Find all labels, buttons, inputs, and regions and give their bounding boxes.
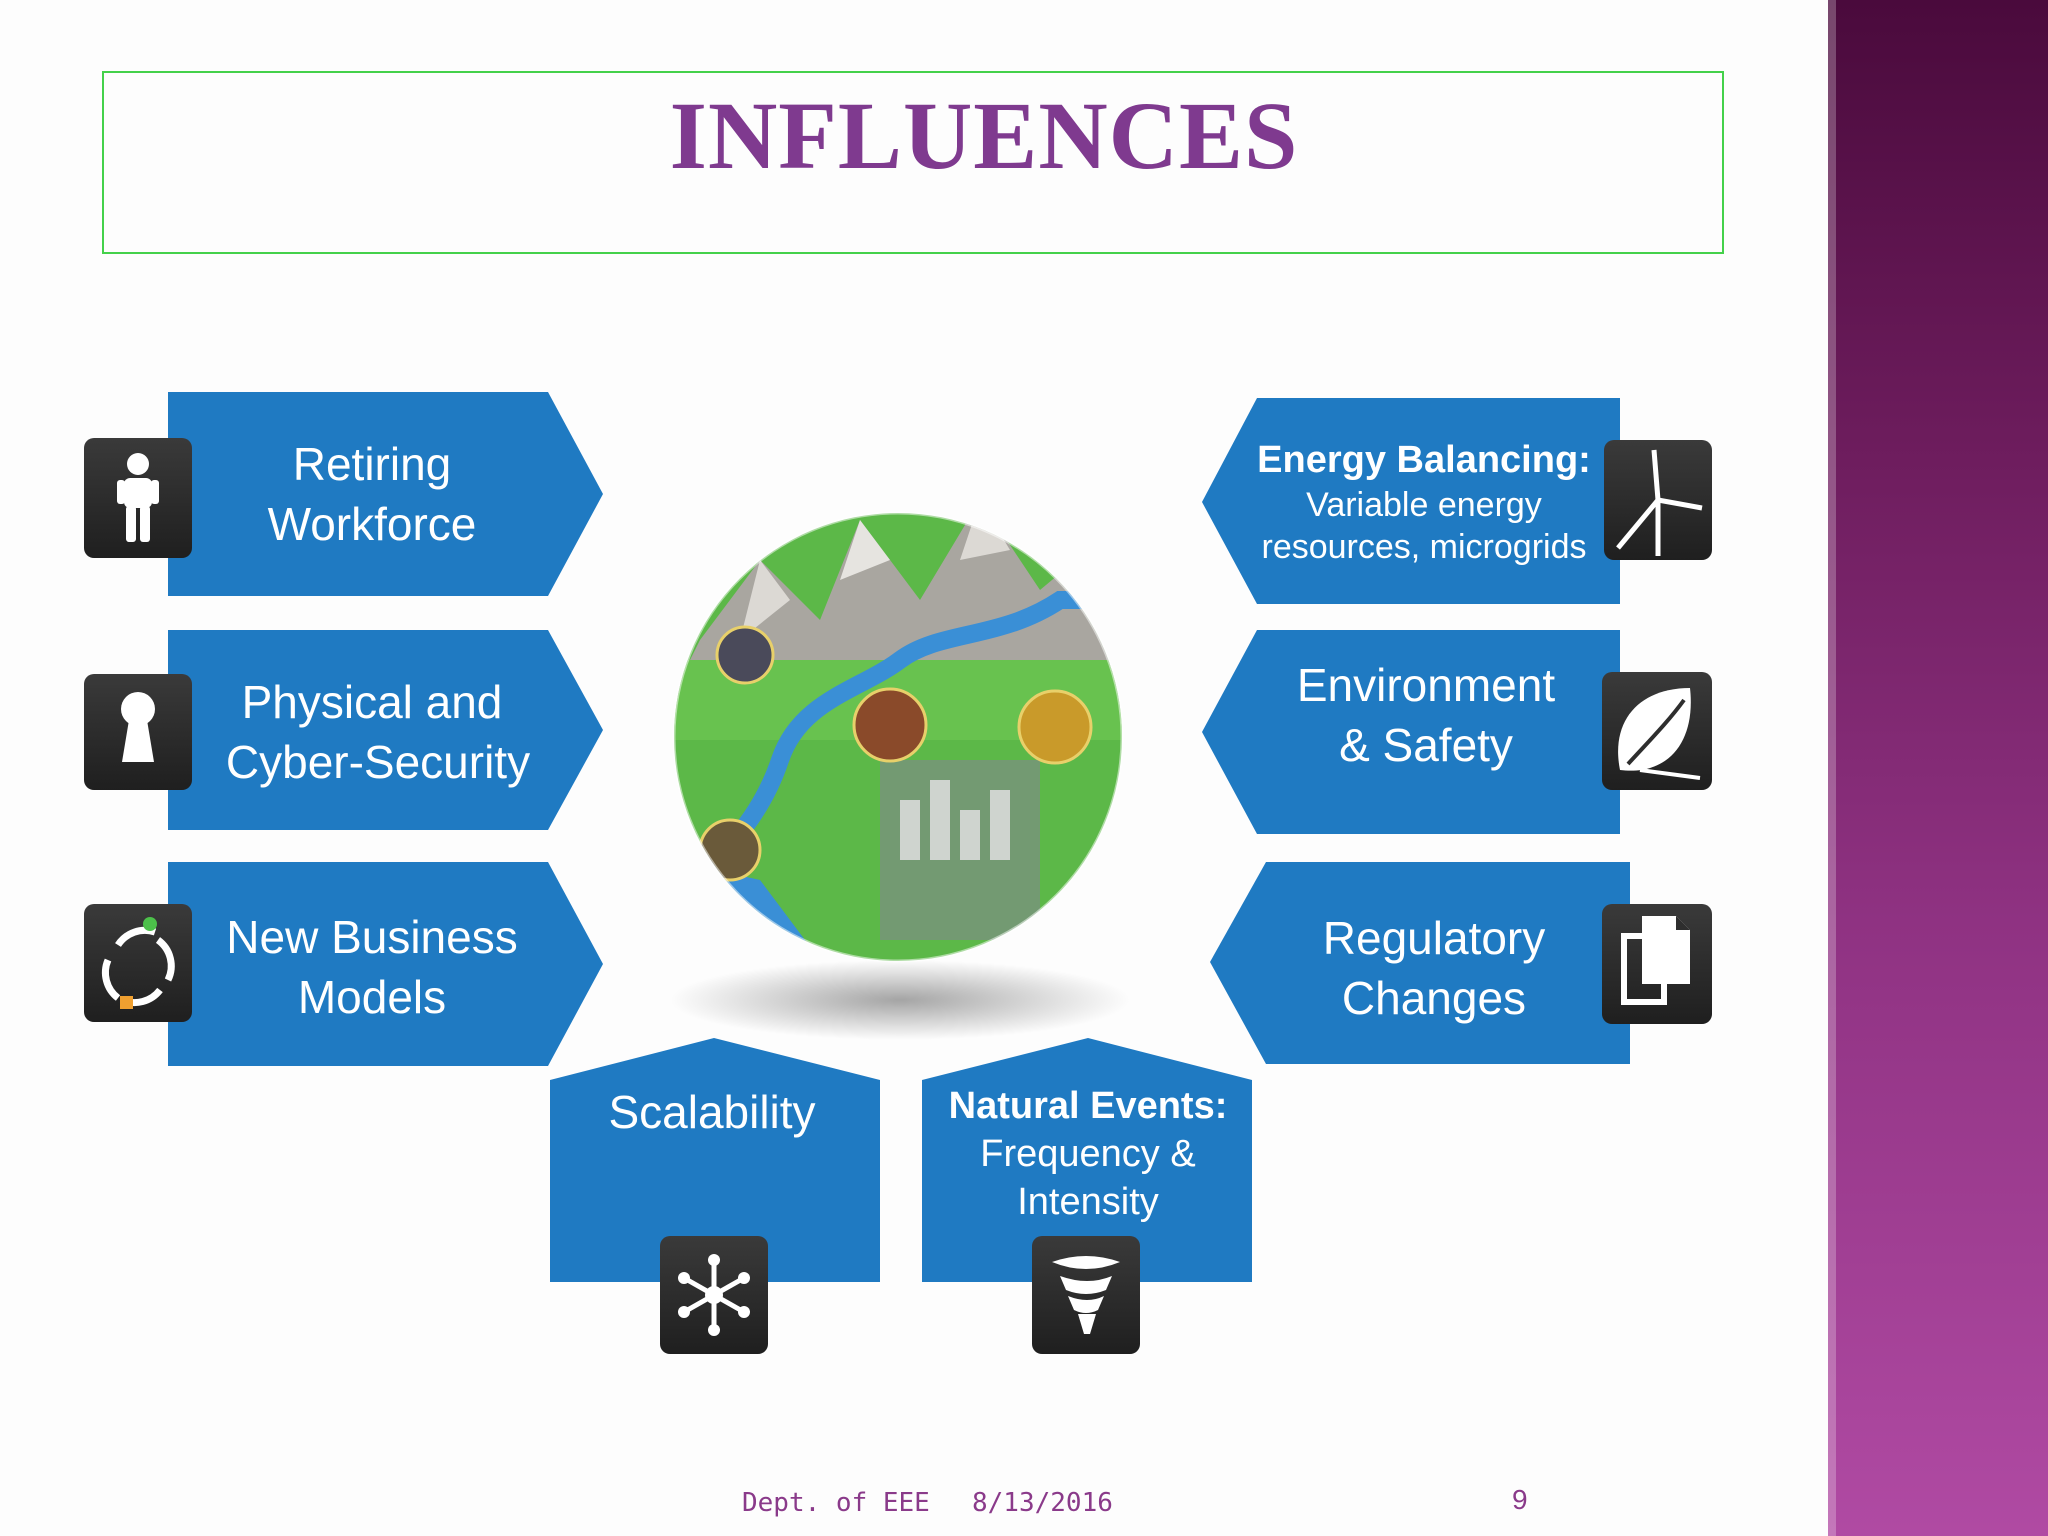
title-box (102, 71, 1724, 254)
regulatory-line2: Changes (1342, 972, 1526, 1024)
security-line1: Physical and (242, 676, 503, 728)
keyhole-icon (121, 692, 155, 762)
network-hub-icon (678, 1254, 750, 1336)
panel-physical-cyber-security: Physical and Cyber-Security (84, 630, 603, 830)
panel-environment-safety: Environment & Safety (1202, 630, 1712, 834)
energy-line2: resources, microgrids (1262, 528, 1587, 566)
wind-turbine-icon (1616, 449, 1703, 556)
natural-line1: Frequency & (980, 1133, 1195, 1175)
panel-scalability: Scalability (550, 1038, 880, 1354)
environment-line2: & Safety (1339, 719, 1513, 771)
cycle-arrows-icon (101, 917, 175, 1009)
panel-energy-balancing: Energy Balancing: Variable energy resour… (1202, 398, 1712, 604)
documents-icon (1621, 916, 1690, 1005)
panel-retiring-workforce: Retiring Workforce (84, 392, 603, 596)
energy-heading: Energy Balancing: (1257, 439, 1591, 481)
scalability-label: Scalability (608, 1086, 815, 1138)
footer-date: 8/13/2016 (972, 1488, 1113, 1518)
environment-line1: Environment (1297, 659, 1555, 711)
regulatory-line1: Regulatory (1323, 912, 1545, 964)
slide-title: INFLUENCES (0, 80, 2048, 191)
panel-natural-events: Natural Events: Frequency & Intensity (922, 1038, 1252, 1354)
footer-dept: Dept. of EEE (742, 1488, 930, 1518)
panel-regulatory-changes: Regulatory Changes (1210, 862, 1712, 1064)
natural-line2: Intensity (1017, 1181, 1159, 1223)
panel-new-business-models: New Business Models (84, 862, 603, 1066)
business-line2: Models (298, 971, 446, 1023)
decorative-sidebar (1828, 0, 2048, 1536)
retiring-line2: Workforce (268, 498, 477, 550)
slide-title-text: INFLUENCES (669, 82, 1299, 189)
energy-line1: Variable energy (1306, 486, 1542, 524)
business-line1: New Business (226, 911, 517, 963)
page-number: 9 (1512, 1484, 1528, 1515)
landscape-globe (670, 511, 1130, 1040)
tornado-icon (1052, 1256, 1120, 1334)
natural-heading: Natural Events: (949, 1085, 1228, 1127)
person-icon (117, 453, 159, 542)
security-line2: Cyber-Security (226, 736, 530, 788)
leaf-icon (1618, 688, 1701, 780)
retiring-line1: Retiring (293, 438, 452, 490)
